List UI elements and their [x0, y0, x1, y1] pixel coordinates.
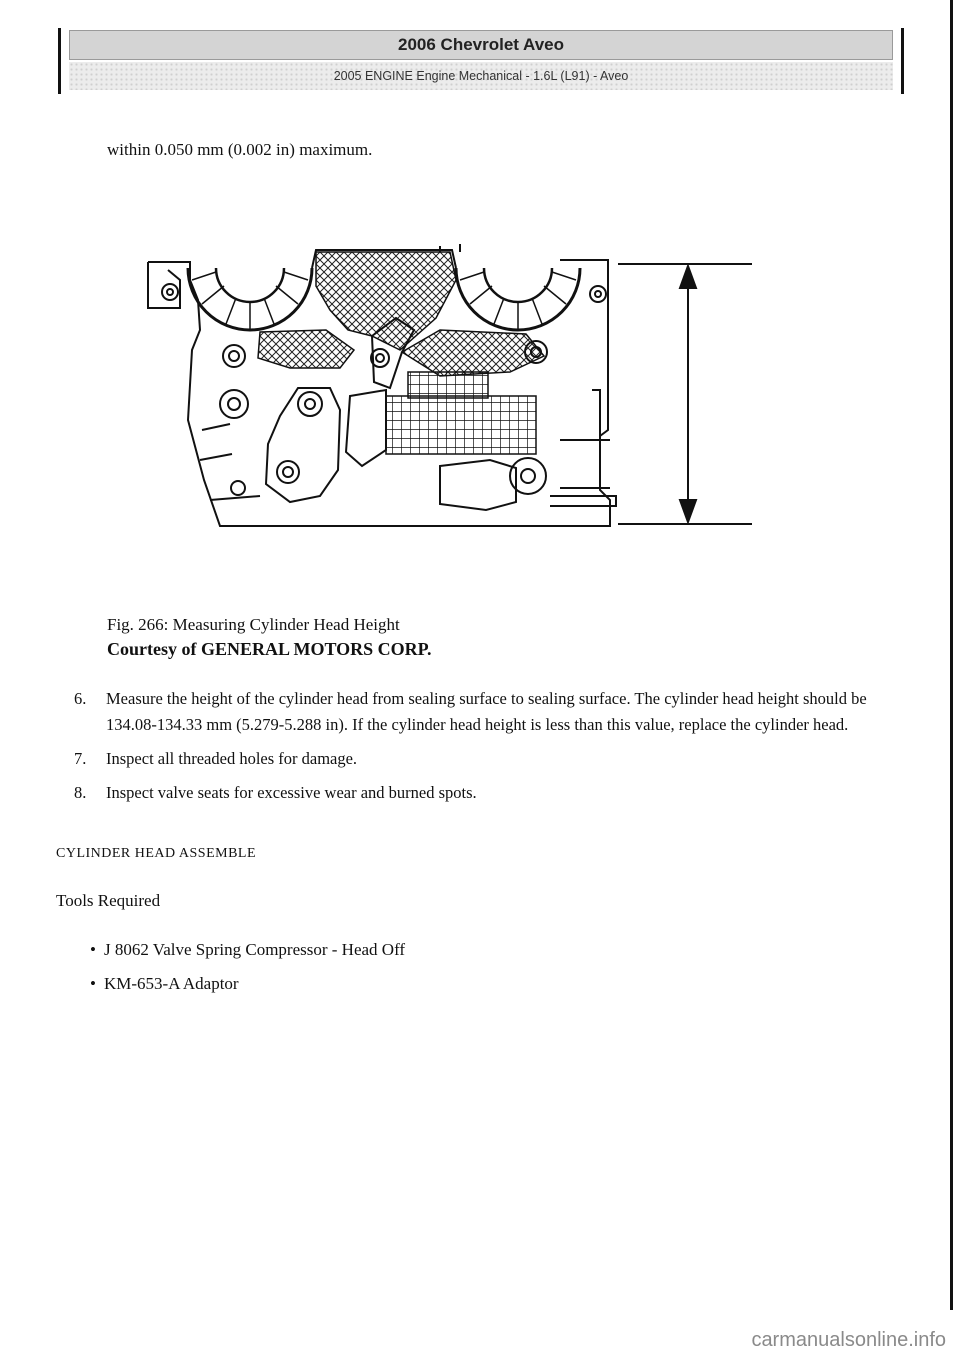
page-header: 2006 Chevrolet Aveo 2005 ENGINE Engine M…: [58, 28, 904, 94]
step-number: 6.: [74, 689, 87, 708]
step-text: Measure the height of the cylinder head …: [106, 689, 867, 734]
step-number: 8.: [74, 783, 87, 802]
tool-name: J 8062 Valve Spring Compressor - Head Of…: [104, 940, 406, 959]
procedure-steps: 6. Measure the height of the cylinder hea…: [66, 686, 886, 814]
page-right-rule: [950, 0, 953, 1310]
figure-credit: Courtesy of GENERAL MOTORS CORP.: [107, 639, 432, 659]
section-heading: CYLINDER HEAD ASSEMBLE: [56, 846, 257, 861]
section-subtitle: 2005 ENGINE Engine Mechanical - 1.6L (L9…: [69, 62, 893, 90]
figure-caption: Fig. 266: Measuring Cylinder Head Height…: [107, 615, 432, 660]
watermark: carmanualsonline.info: [751, 1329, 946, 1351]
cylinder-head-figure: [140, 240, 760, 540]
list-item: 6. Measure the height of the cylinder hea…: [66, 686, 886, 738]
figure-caption-title: Fig. 266: Measuring Cylinder Head Height: [107, 615, 400, 634]
cylinder-head-drawing: [147, 244, 752, 527]
intro-text: within 0.050 mm (0.002 in) maximum.: [107, 140, 373, 159]
vehicle-title: 2006 Chevrolet Aveo: [69, 30, 893, 60]
list-item: 8. Inspect valve seats for excessive wear…: [66, 780, 886, 806]
tools-required-label: Tools Required: [56, 891, 161, 910]
list-item: • J 8062 Valve Spring Compressor - Head O…: [90, 936, 405, 964]
tool-name: KM-653-A Adaptor: [104, 974, 239, 993]
step-number: 7.: [74, 749, 87, 768]
step-text: Inspect all threaded holes for damage.: [106, 749, 358, 768]
tools-list: • J 8062 Valve Spring Compressor - Head O…: [90, 936, 405, 1004]
list-item: 7. Inspect all threaded holes for damage.: [66, 746, 886, 772]
bullet-icon: •: [90, 940, 96, 959]
list-item: • KM-653-A Adaptor: [90, 970, 405, 998]
step-text: Inspect valve seats for excessive wear a…: [106, 783, 477, 802]
bullet-icon: •: [90, 974, 96, 993]
